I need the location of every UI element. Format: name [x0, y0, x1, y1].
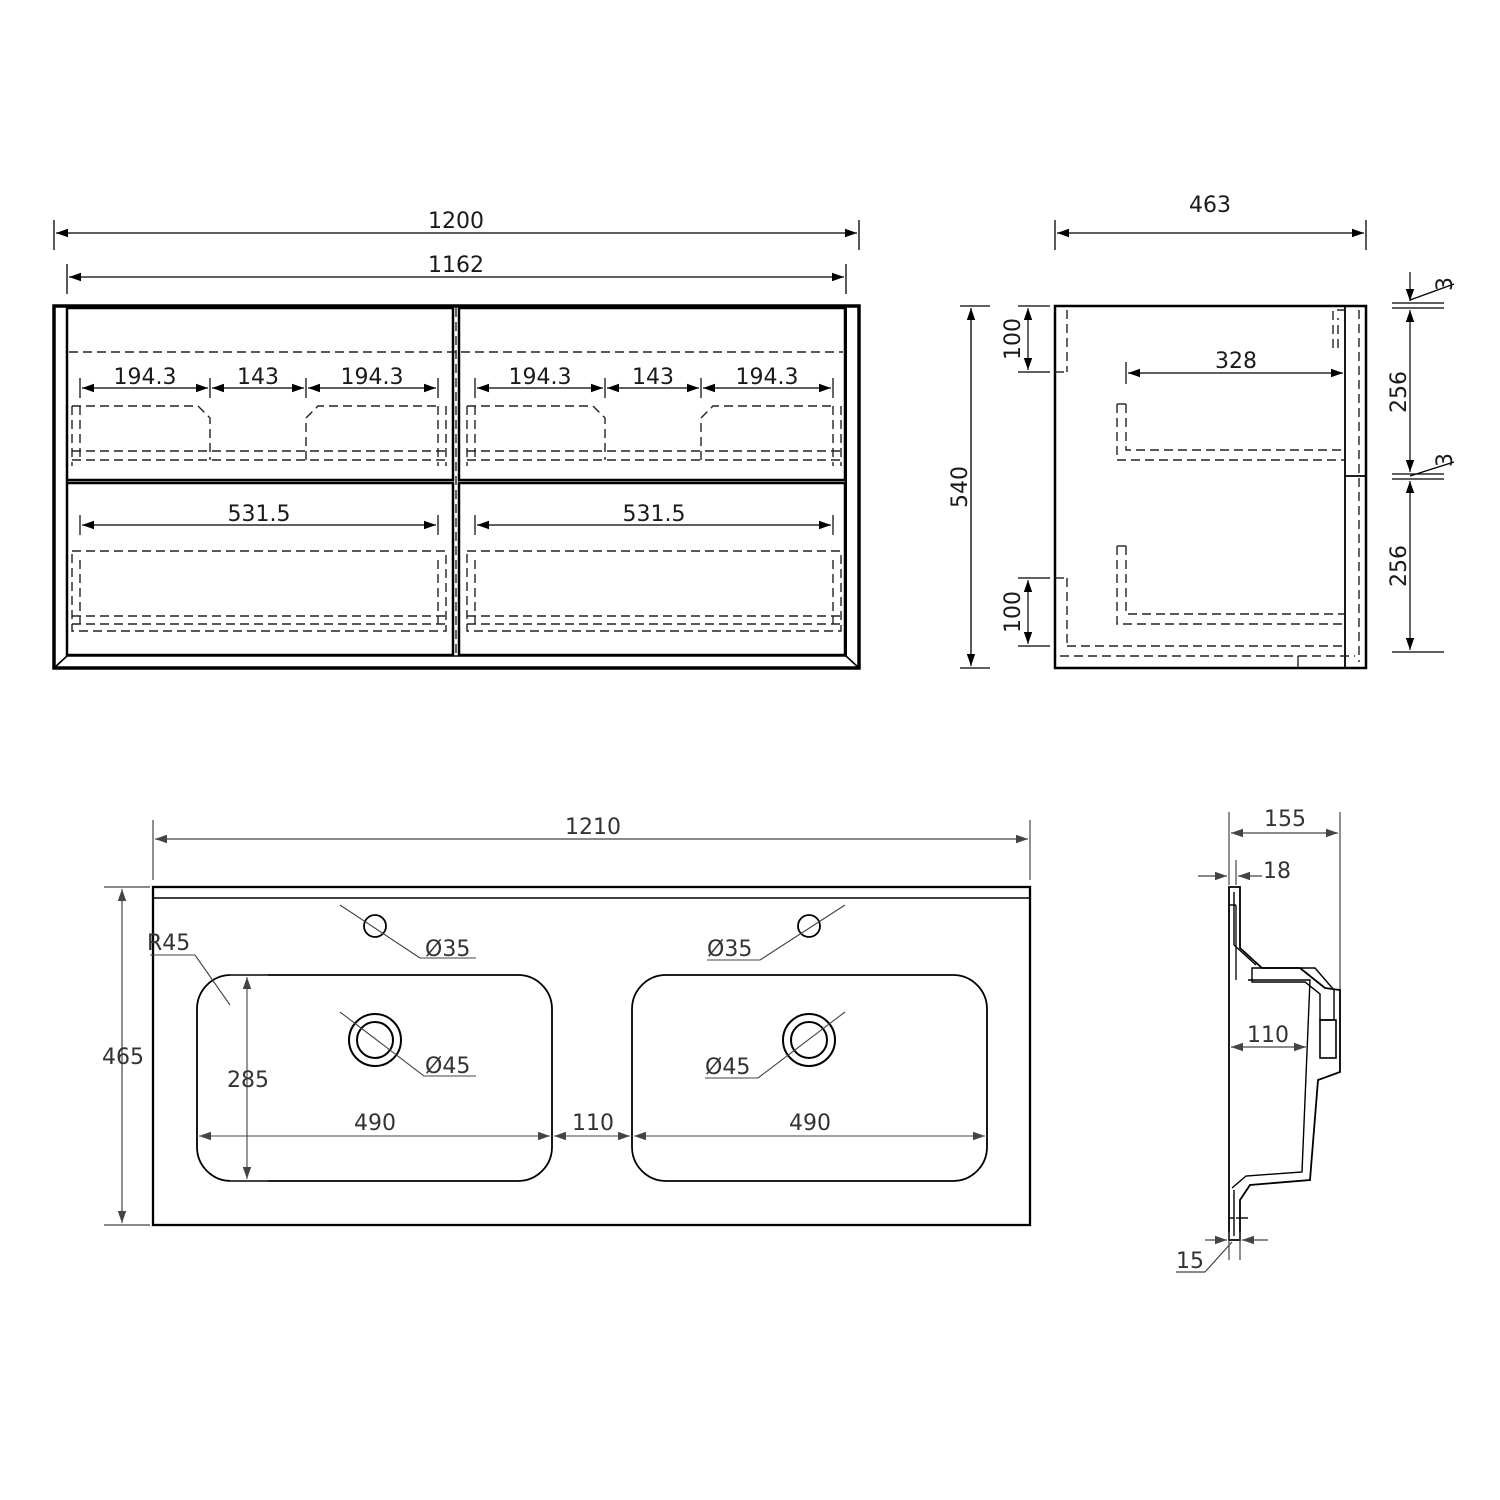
- label-1200: 1200: [428, 209, 484, 234]
- dimension-drawer-fronts: 3 256 3 256: [1387, 272, 1458, 653]
- cabinet-side-view: 463 328: [948, 193, 1458, 670]
- label-15: 15: [1176, 1249, 1204, 1274]
- label-531-5: 531.5: [623, 502, 686, 527]
- outlet-connector: [1319, 1019, 1337, 1059]
- dimension-depth: 463: [1054, 193, 1367, 250]
- dimension-top-left-drawer: 194.3 143 194.3: [79, 365, 439, 398]
- side-outline: [1053, 304, 1368, 670]
- label-194-3: 194.3: [736, 365, 799, 390]
- dimension-bottom-recess: 100: [1001, 577, 1050, 647]
- drawer-box-lower: [1116, 545, 1345, 625]
- dimension-runner-length: 328: [1125, 349, 1343, 384]
- section-profile: [1228, 886, 1341, 1241]
- label-110: 110: [572, 1111, 614, 1136]
- label-465: 465: [102, 1045, 144, 1070]
- label-corner-radius: R45: [147, 931, 190, 956]
- label-490: 490: [789, 1111, 831, 1136]
- hidden-lines-top-drawers: [69, 351, 843, 466]
- hidden-lines-bottom-drawers: [71, 550, 842, 632]
- label-490: 490: [354, 1111, 396, 1136]
- bowl-right: [631, 974, 988, 1182]
- label-waste-diameter: Ø45: [705, 1055, 750, 1080]
- dimension-bowl-widths: 490 110 490: [199, 1111, 985, 1141]
- dimension-bottom-drawers: 531.5 531.5: [79, 502, 834, 535]
- drawer-box-upper: [1116, 403, 1345, 461]
- label-waste-diameter: Ø45: [425, 1054, 470, 1079]
- label-110: 110: [1247, 1023, 1289, 1048]
- label-155: 155: [1264, 807, 1306, 832]
- drawer-front-top-left: [65, 306, 455, 482]
- bowl-left: [196, 974, 553, 1182]
- label-3: 3: [1433, 277, 1458, 291]
- label-194-3: 194.3: [341, 365, 404, 390]
- waste-hole-left: [348, 1013, 402, 1067]
- dimension-basin-depth: 465: [102, 886, 150, 1226]
- label-18: 18: [1263, 859, 1291, 884]
- label-194-3: 194.3: [114, 365, 177, 390]
- label-tap-hole-diameter: Ø35: [425, 937, 470, 962]
- label-531-5: 531.5: [228, 502, 291, 527]
- label-256: 256: [1387, 545, 1412, 587]
- dimension-lip: 15: [1176, 1232, 1268, 1274]
- dimension-basin-width: 1210: [152, 815, 1031, 880]
- label-256: 256: [1387, 371, 1412, 413]
- cabinet-front-view: 1200 1162: [52, 209, 861, 670]
- basin-outline: [151, 885, 1032, 1227]
- dimension-overall-width: 1200: [53, 209, 860, 250]
- label-1210: 1210: [565, 815, 621, 840]
- drawer-front-top-right: [457, 306, 847, 482]
- label-540: 540: [948, 466, 973, 508]
- dimension-rim-thickness: 18: [1198, 859, 1291, 885]
- waste-pipe: [1251, 967, 1335, 1021]
- drawer-front-bottom-right: [457, 481, 847, 657]
- label-tap-hole-diameter: Ø35: [707, 937, 752, 962]
- tap-hole-right: [797, 914, 821, 938]
- label-143: 143: [632, 365, 674, 390]
- basin-top-view: 1210 465 Ø35 Ø35 Ø45 Ø45: [102, 815, 1032, 1227]
- label-100: 100: [1001, 318, 1026, 360]
- label-143: 143: [237, 365, 279, 390]
- label-3: 3: [1433, 453, 1458, 467]
- dimension-height: 540: [948, 305, 990, 669]
- drawer-front-bottom-left: [65, 481, 455, 657]
- label-463: 463: [1189, 193, 1231, 218]
- dimension-top-recess: 100: [1001, 305, 1050, 373]
- label-1162: 1162: [428, 253, 484, 278]
- dimension-top-right-drawer: 194.3 143 194.3: [474, 365, 834, 398]
- cabinet-outline: [52, 304, 861, 670]
- dimension-bowl-inset: 110: [1231, 1023, 1306, 1052]
- label-328: 328: [1215, 349, 1257, 374]
- dimension-inner-width: 1162: [66, 253, 847, 294]
- label-194-3: 194.3: [509, 365, 572, 390]
- basin-section-view: 155 18 110 15: [1176, 807, 1341, 1274]
- waste-hole-right: [782, 1013, 836, 1067]
- label-285: 285: [227, 1068, 269, 1093]
- tap-hole-left: [363, 914, 387, 938]
- label-100: 100: [1001, 591, 1026, 633]
